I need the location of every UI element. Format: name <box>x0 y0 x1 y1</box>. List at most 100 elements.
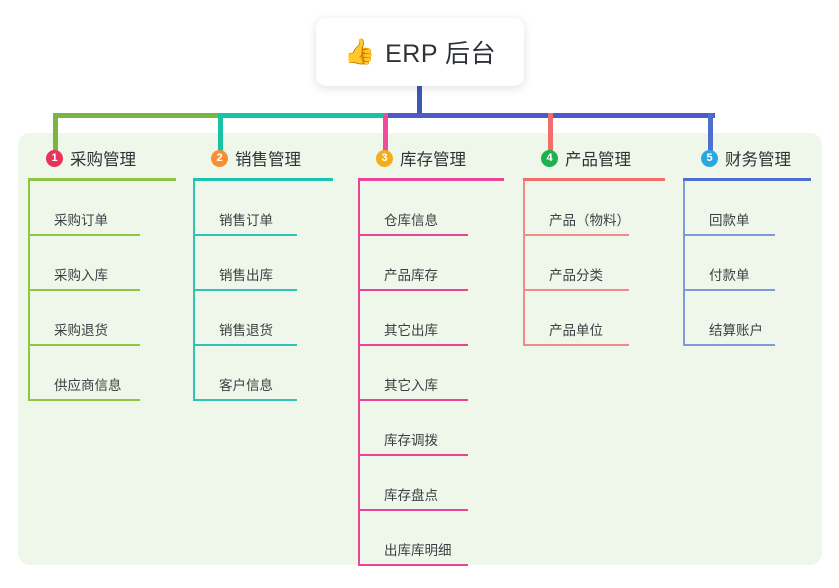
menu-item-rule <box>358 509 468 511</box>
menu-item[interactable]: 其它入库 <box>358 346 504 401</box>
column-spine-connector <box>28 181 30 401</box>
menu-item-label: 采购入库 <box>54 268 108 283</box>
menu-item[interactable]: 产品单位 <box>523 291 665 346</box>
menu-item-rule <box>193 234 297 236</box>
menu-item-label: 库存盘点 <box>384 488 438 503</box>
menu-item-rule <box>358 344 468 346</box>
menu-item[interactable]: 采购订单 <box>28 181 176 236</box>
root-node-erp-backend[interactable]: 👍 ERP 后台 <box>316 18 524 86</box>
column-header-rule <box>193 178 333 181</box>
column-title: 财务管理 <box>725 151 791 169</box>
menu-item-rule <box>523 289 629 291</box>
column-items: 产品（物料） 产品分类产品单位 <box>523 181 665 346</box>
menu-item-label: 产品库存 <box>384 268 438 283</box>
drop-connector-1 <box>53 113 58 151</box>
column-header-5[interactable]: 5 财务管理 <box>683 145 811 171</box>
menu-item-label: 销售订单 <box>219 213 273 228</box>
menu-item[interactable]: 产品分类 <box>523 236 665 291</box>
menu-item[interactable]: 仓库信息 <box>358 181 504 236</box>
column-spine-connector <box>683 181 685 346</box>
menu-item[interactable]: 客户信息 <box>193 346 333 401</box>
column-items: 采购订单采购入库采购退货供应商信息 <box>28 181 176 401</box>
column-spine-connector <box>358 181 360 566</box>
column-库存管理: 3 库存管理仓库信息产品库存其它出库其它入库库存调拨库存盘点出库库明细 <box>358 145 504 566</box>
menu-item-rule <box>523 234 629 236</box>
menu-item-label: 客户信息 <box>219 378 273 393</box>
connector-segment-1 <box>53 113 223 118</box>
menu-item-rule <box>28 234 140 236</box>
drop-connector-2 <box>218 113 223 151</box>
column-header-rule <box>358 178 504 181</box>
menu-item-rule <box>683 289 775 291</box>
menu-item[interactable]: 出库库明细 <box>358 511 504 566</box>
column-items: 销售订单销售出库销售退货客户信息 <box>193 181 333 401</box>
menu-item-rule <box>358 289 468 291</box>
menu-item[interactable]: 付款单 <box>683 236 811 291</box>
menu-item-rule <box>683 234 775 236</box>
menu-item-rule <box>523 344 629 346</box>
column-header-rule <box>683 178 811 181</box>
column-title: 产品管理 <box>565 151 631 169</box>
menu-item-label: 产品（物料） <box>549 213 630 228</box>
menu-item[interactable]: 库存调拨 <box>358 401 504 456</box>
root-trunk-connector <box>417 86 422 118</box>
menu-item-label: 产品分类 <box>549 268 603 283</box>
diagram-panel <box>18 133 822 565</box>
menu-item-label: 采购订单 <box>54 213 108 228</box>
column-number-badge: 4 <box>541 149 558 167</box>
column-number-badge: 5 <box>701 149 718 167</box>
menu-item-rule <box>358 564 468 566</box>
column-header-3[interactable]: 3 库存管理 <box>358 145 504 171</box>
menu-item[interactable]: 其它出库 <box>358 291 504 346</box>
menu-item-rule <box>193 399 297 401</box>
column-items: 回款单付款单结算账户 <box>683 181 811 346</box>
menu-item[interactable]: 销售订单 <box>193 181 333 236</box>
menu-item[interactable]: 回款单 <box>683 181 811 236</box>
menu-item-label: 采购退货 <box>54 323 108 338</box>
menu-item-rule <box>358 234 468 236</box>
column-spine-connector <box>193 181 195 401</box>
menu-item-rule <box>683 344 775 346</box>
column-header-4[interactable]: 4 产品管理 <box>523 145 665 171</box>
column-header-rule <box>28 178 176 181</box>
menu-item-label: 其它出库 <box>384 323 438 338</box>
menu-item[interactable]: 采购入库 <box>28 236 176 291</box>
menu-item[interactable]: 销售退货 <box>193 291 333 346</box>
menu-item[interactable]: 采购退货 <box>28 291 176 346</box>
column-title: 销售管理 <box>235 151 301 169</box>
column-产品管理: 4 产品管理产品（物料） 产品分类产品单位 <box>523 145 665 346</box>
menu-item-label: 结算账户 <box>709 323 763 338</box>
menu-item-label: 仓库信息 <box>384 213 438 228</box>
menu-item-rule <box>28 344 140 346</box>
menu-item[interactable]: 供应商信息 <box>28 346 176 401</box>
menu-item-label: 回款单 <box>709 213 750 228</box>
connector-segment-2 <box>218 113 388 118</box>
menu-item[interactable]: 产品库存 <box>358 236 504 291</box>
menu-item-rule <box>28 399 140 401</box>
menu-item[interactable]: 产品（物料） <box>523 181 665 236</box>
menu-item-label: 供应商信息 <box>54 378 122 393</box>
thumbs-up-icon: 👍 <box>343 37 376 66</box>
menu-item-rule <box>193 344 297 346</box>
menu-item-label: 付款单 <box>709 268 750 283</box>
menu-item-label: 其它入库 <box>384 378 438 393</box>
menu-item-label: 出库库明细 <box>384 543 452 558</box>
column-items: 仓库信息产品库存其它出库其它入库库存调拨库存盘点出库库明细 <box>358 181 504 566</box>
column-number-badge: 3 <box>376 149 393 167</box>
column-财务管理: 5 财务管理回款单付款单结算账户 <box>683 145 811 346</box>
menu-item-rule <box>358 399 468 401</box>
column-number-badge: 1 <box>46 149 63 167</box>
menu-item-label: 销售退货 <box>219 323 273 338</box>
root-node-title: ERP 后台 <box>385 40 497 68</box>
menu-item[interactable]: 销售出库 <box>193 236 333 291</box>
menu-item[interactable]: 库存盘点 <box>358 456 504 511</box>
menu-item[interactable]: 结算账户 <box>683 291 811 346</box>
menu-item-label: 产品单位 <box>549 323 603 338</box>
menu-item-rule <box>193 289 297 291</box>
menu-item-label: 销售出库 <box>219 268 273 283</box>
column-title: 库存管理 <box>400 151 466 169</box>
